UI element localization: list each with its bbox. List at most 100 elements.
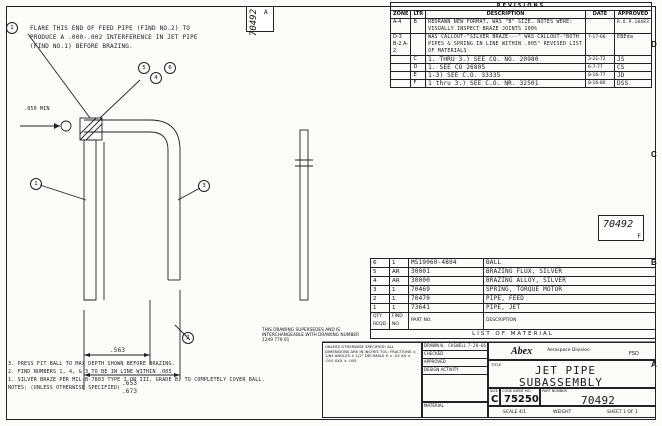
bom-row: 1 1 73641 PIPE, JET: [370, 303, 656, 313]
bom-desc: BRAZING FLUX, SILVER: [483, 267, 656, 277]
drawing-frame: [6, 6, 656, 420]
rev-zone: [389, 79, 412, 88]
rev-description: WAS CALLOUT-"SILVER BRAZE---" WAS CALLOU…: [425, 33, 586, 56]
bom-desc: BRAZING ALLOY, SILVER: [483, 276, 656, 286]
design-activity-label: DESIGN ACTIVITY: [423, 367, 487, 375]
bom-part: MS19060-4804: [408, 258, 484, 268]
size-label: SIZE: [490, 389, 498, 393]
bom-header-find: FIND NO: [389, 312, 409, 330]
revision-row: F 1 thru 3.) SEE C.O. NR. 32501 8-16-80 …: [389, 79, 653, 88]
scale-value: SCALE 4/1: [503, 410, 527, 415]
company-block: Abex Aerospace Division FSD: [488, 342, 656, 360]
bom-title: LIST OF MATERIAL: [370, 329, 656, 339]
part-number-label: PART NUMBER: [542, 389, 567, 393]
bom-desc: BALL: [483, 258, 656, 268]
code-ident-label: CODE IDENT NO.: [502, 389, 532, 393]
drawn-by: W. CASWELL: [440, 343, 467, 348]
braze-joint: [79, 117, 103, 141]
tolerance-text: UNLESS OTHERWISE SPECIFIED: ALL DIMENSIO…: [325, 344, 416, 363]
bom-header-qty: QTY REQD: [370, 312, 390, 330]
ball: [60, 120, 72, 132]
signature-block: DRAWN W. CASWELL 7-28-66 CHECKED APPROVE…: [422, 342, 488, 402]
side-view-pipe: [299, 129, 309, 301]
sheet-size-tag: A: [264, 9, 268, 16]
rev-approved: DSS: [613, 79, 653, 88]
flare-leader-line: [27, 33, 91, 119]
scale-weight-sheet-row: SCALE 4/1 WEIGHT SHEET 1 OF 1: [488, 406, 656, 418]
checked-label: CHECKED: [423, 351, 487, 359]
weight-label: WEIGHT: [553, 410, 572, 415]
notes-heading: NOTES: (UNLESS OTHERWISE SPECIFIED): [8, 385, 121, 391]
note-2: 2. FIND NUMBERS 1, 4, & 3 TO BE IN LINE …: [8, 369, 172, 375]
general-notes: 3. PRESS FIT BALL TO MAX DEPTH SHOWN BEF…: [8, 360, 308, 392]
title-line-2: SUBASSEMBLY: [519, 376, 603, 389]
tolerance-block: UNLESS OTHERWISE SPECIFIED: ALL DIMENSIO…: [322, 342, 422, 418]
bom-find: 1: [370, 303, 390, 313]
dim-673: .673: [122, 388, 138, 395]
feed-pipe-outline-outer: [84, 119, 181, 280]
title-line-1: JET PIPE: [535, 364, 596, 377]
bom-find: 4: [370, 276, 390, 286]
size-value: C: [491, 394, 499, 405]
note-3: 1. SILVER BRAZE PER MIL-B-7883 TYPE I OR…: [8, 377, 265, 383]
side-stamp-rev: F: [637, 233, 641, 240]
bom-find: 5: [370, 267, 390, 277]
balloon-5: 5: [138, 62, 150, 74]
note-flag-1: 1: [6, 22, 18, 34]
bom-row: 5 AR 30001 BRAZING FLUX, SILVER: [370, 267, 656, 277]
dim-offset-label: .050 MIN: [24, 106, 50, 112]
bom-qty: AR: [389, 276, 409, 286]
balloon-6: 6: [164, 62, 176, 74]
bom-header-part: PART NO.: [408, 312, 484, 330]
bom-find: 6: [370, 258, 390, 268]
revision-row: A-4 B REDRAWN NEW FORMAT, WAS "B" SIZE. …: [389, 18, 653, 34]
bom-desc: SPRING, TORQUE MOTOR: [483, 285, 656, 295]
bom-row: 6 1 MS19060-4804 BALL: [370, 258, 656, 268]
note-2-text: FIND NUMBERS 1, 4, & 3 TO BE IN LINE WIT…: [17, 369, 172, 375]
jet-pipe-outline: [83, 139, 97, 301]
sheet-value: SHEET 1 OF 1: [607, 410, 638, 415]
approved-label: APPROVED: [423, 359, 487, 367]
bom-qty: 1: [389, 303, 409, 313]
rev-zone: D-3 B-2 A-2: [389, 33, 412, 56]
bom-part: 73641: [408, 303, 484, 313]
zone-letter-c: C: [651, 150, 657, 159]
balloon-3: 3: [198, 180, 210, 192]
bom-desc: PIPE, FEED: [483, 294, 656, 304]
zone-letter-a: A: [651, 360, 657, 369]
note-3-text: SILVER BRAZE PER MIL-B-7883 TYPE I OR II…: [17, 377, 265, 383]
drawn-label: DRAWN: [424, 343, 440, 348]
revision-row: E 1-3) SEE C.O. 33335 8-16-77 JD: [389, 71, 653, 80]
bom-qty: 1: [389, 258, 409, 268]
dim-563: .563: [110, 347, 126, 354]
bom-find: 3: [370, 285, 390, 295]
material-block: MATERIAL: [422, 402, 488, 418]
revisions-table: REVISIONS ZONE LTR DESCRIPTION DATE APPR…: [389, 2, 653, 88]
flare-note: FLARE THIS END OF FEED PIPE (FIND NO.2) …: [30, 25, 198, 50]
bom-qty: 1: [389, 285, 409, 295]
interchange-note: THIS DRAWING SUPERSEDES AND IS INTERCHAN…: [262, 328, 360, 343]
company-division: Aerospace Division: [547, 348, 590, 353]
note-1-text: PRESS FIT BALL TO MAX DEPTH SHOWN BEFORE…: [17, 361, 175, 367]
title-label: TITLE: [491, 362, 502, 367]
feed-pipe-outline-inner: [84, 131, 169, 280]
bom-qty: 1: [389, 294, 409, 304]
list-of-material-table: 6 1 MS19060-4804 BALL 5 AR 30001 BRAZING…: [370, 258, 656, 339]
bom-desc: PIPE, JET: [483, 303, 656, 313]
bom-part: 30000: [408, 276, 484, 286]
side-stamp-number: 70492: [603, 219, 634, 230]
company-logo: Abex: [511, 346, 533, 357]
drawing-number-stamp-top: 70492 A: [246, 6, 274, 36]
bom-part: 30001: [408, 267, 484, 277]
title-field: TITLE JET PIPE SUBASSEMBLY: [488, 360, 656, 389]
size-field: SIZE C: [488, 388, 500, 406]
part-number-field: PART NUMBER 70492: [540, 388, 656, 407]
code-ident-field: CODE IDENT NO. 75250: [500, 388, 540, 406]
bom-qty: AR: [389, 267, 409, 277]
bom-row: 2 1 70470 PIPE, FEED: [370, 294, 656, 304]
revision-row: D-3 B-2 A-2 WAS CALLOUT-"SILVER BRAZE---…: [389, 33, 653, 56]
bom-find: 2: [370, 294, 390, 304]
drawing-number-stamp-side: 70492 F: [598, 215, 644, 241]
bom-row: 4 AR 30000 BRAZING ALLOY, SILVER: [370, 276, 656, 286]
